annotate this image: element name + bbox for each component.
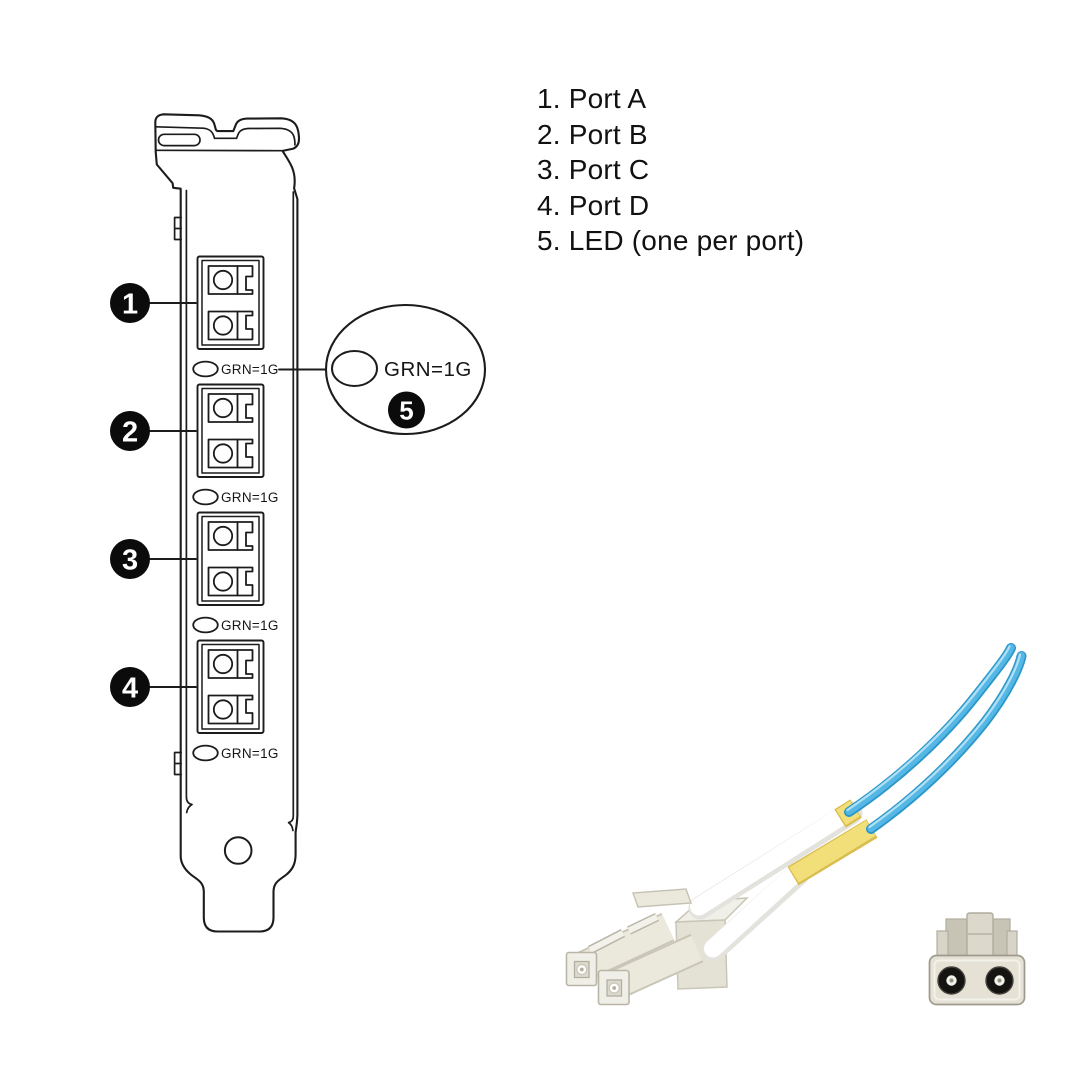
- legend-item-4: 4. Port D: [537, 189, 650, 221]
- front-view-right-wing: [1006, 930, 1018, 958]
- badge-3: [110, 539, 150, 579]
- callout-led: [331, 350, 378, 387]
- lc-connector-front-view: [928, 912, 1026, 1006]
- front-view-left-wing: [936, 930, 949, 958]
- fiber-cable-illustration: [565, 643, 1027, 1006]
- bracket-outline: [154, 113, 301, 933]
- cable-blue-fibers: [844, 643, 1027, 834]
- side-tab-upper: [173, 216, 183, 241]
- badge-2-number: 2: [122, 417, 138, 449]
- right-fold-line: [287, 191, 295, 832]
- port-4: GRN=1G 4: [110, 639, 279, 762]
- callout-led-label: GRN=1G: [384, 358, 472, 381]
- cable-latch-trigger: [632, 888, 692, 908]
- badge-5: [388, 391, 425, 429]
- callout-bubble: [324, 303, 487, 436]
- legend-item-3: 3. Port C: [537, 154, 650, 186]
- legend-item-2: 2. Port B: [537, 118, 648, 150]
- left-fold-line: [185, 189, 193, 814]
- badge-2: [110, 411, 150, 451]
- badge-4-number: 4: [122, 673, 138, 705]
- side-tab-lower: [173, 751, 183, 776]
- screw-hole: [223, 836, 253, 865]
- led-2: [192, 488, 219, 506]
- badge-1: [110, 283, 150, 323]
- badge-1-number: 1: [122, 289, 138, 321]
- port-2: GRN=1G 2: [110, 383, 279, 506]
- front-view-latch-tab: [966, 912, 994, 959]
- led-3: [192, 616, 219, 634]
- mounting-tab-details: [155, 125, 296, 152]
- mounting-tab-slot: [157, 133, 201, 147]
- badge-4: [110, 667, 150, 707]
- led-4: [192, 744, 219, 762]
- led-label-3: GRN=1G: [221, 618, 279, 633]
- led-label-4: GRN=1G: [221, 746, 279, 761]
- led-label-2: GRN=1G: [221, 490, 279, 505]
- port-1: GRN=1G 1: [110, 255, 279, 378]
- port-3: GRN=1G 3: [110, 511, 279, 634]
- cable-boots: [688, 801, 863, 962]
- front-view-ferrule-right: [985, 966, 1014, 995]
- front-view-ferrule-left: [937, 966, 966, 995]
- badge-5-number: 5: [399, 396, 413, 426]
- legend: 1. Port A 2. Port B 3. Port C 4. Port D …: [537, 81, 804, 259]
- led-1: [192, 360, 219, 378]
- legend-item-1: 1. Port A: [537, 83, 647, 114]
- cable-plug-tips: [565, 951, 630, 1006]
- legend-item-5: 5. LED (one per port): [537, 225, 805, 257]
- led-label-1: GRN=1G: [221, 362, 279, 377]
- badge-3-number: 3: [122, 545, 138, 577]
- bracket-illustration: GRN=1G 1 GRN=1G 2: [110, 113, 487, 933]
- led-callout: GRN=1G 5: [278, 303, 487, 436]
